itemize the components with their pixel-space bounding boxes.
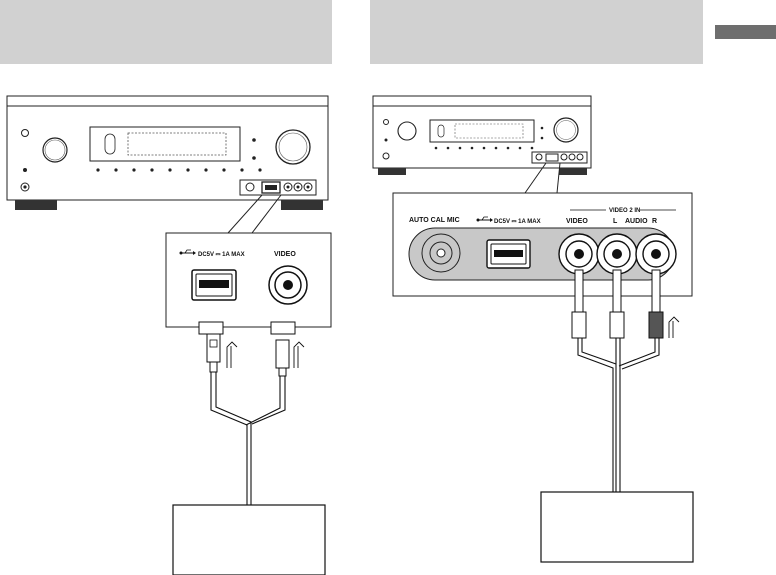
video-label: VIDEO — [274, 251, 296, 258]
auto-cal-mic-label: AUTO CAL MIC — [409, 217, 460, 224]
insert-arrow-icon — [226, 341, 238, 368]
power-icon — [21, 129, 29, 137]
headphone-icon — [20, 182, 30, 192]
usb-icon — [476, 216, 493, 222]
left-header-band — [0, 0, 332, 64]
right-cables — [571, 269, 664, 492]
right-device-box — [540, 491, 694, 563]
insert-arrow-icon — [668, 316, 680, 338]
audio-l-label: L — [613, 218, 618, 225]
usb-rating-label: DC5V ⎓ 1A MAX — [494, 219, 541, 225]
master-volume-knob — [275, 129, 311, 165]
left-zoom-panel: DC5V ⎓ 1A MAX VIDEO — [165, 232, 332, 335]
usb-icon — [179, 249, 196, 255]
usb-rating-label: DC5V ⎓ 1A MAX — [198, 252, 245, 258]
video2-in-label: VIDEO 2 IN — [609, 208, 640, 214]
left-receiver — [6, 95, 329, 210]
right-header-band — [370, 0, 703, 64]
section-tab — [715, 25, 776, 39]
left-device-box — [172, 504, 326, 575]
input-selector-knob — [42, 137, 68, 163]
left-cables — [206, 333, 290, 505]
insert-arrow-icon — [293, 341, 305, 368]
right-zoom-panel: AUTO CAL MIC DC5V ⎓ 1A MAX VIDEO 2 IN VI… — [392, 192, 693, 297]
right-receiver — [372, 95, 592, 175]
left-display-window — [89, 126, 241, 162]
audio-r-label: R — [652, 218, 657, 225]
audio-label: AUDIO — [625, 218, 648, 225]
video-label: VIDEO — [566, 218, 588, 225]
